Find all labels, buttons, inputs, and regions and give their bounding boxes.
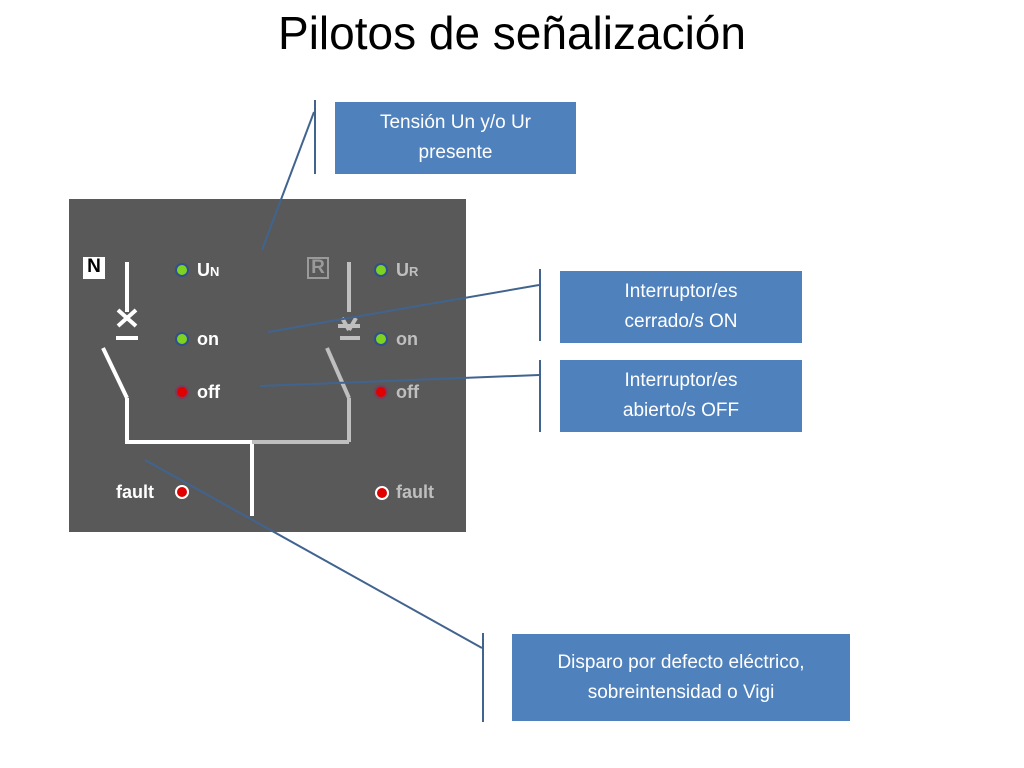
bracket-fault xyxy=(482,633,484,722)
led-on-right xyxy=(374,332,388,346)
led-off-left xyxy=(175,385,189,399)
callout-fault-trip: Disparo por defecto eléctrico,sobreinten… xyxy=(512,634,850,721)
indicator-panel: N R UN on off fault UR on off fault xyxy=(69,199,466,532)
label-on-left: on xyxy=(197,329,219,349)
label-fault-left: fault xyxy=(116,482,154,502)
left-breaker-schematic xyxy=(101,262,254,516)
residual-symbol: R xyxy=(307,257,329,279)
bracket-voltage xyxy=(314,100,316,174)
led-ur xyxy=(374,263,388,277)
right-breaker-schematic xyxy=(252,262,360,444)
label-ur: UR xyxy=(396,260,419,280)
slide-title: Pilotos de señalización xyxy=(278,7,746,59)
bracket-open xyxy=(539,360,541,432)
label-on-right: on xyxy=(396,329,418,349)
label-off-left: off xyxy=(197,382,220,402)
led-fault-right xyxy=(375,486,389,500)
label-un: UN xyxy=(197,260,220,280)
led-un xyxy=(175,263,189,277)
led-fault-left xyxy=(175,485,189,499)
led-on-left xyxy=(175,332,189,346)
bracket-closed xyxy=(539,269,541,341)
label-fault-right: fault xyxy=(396,482,434,502)
label-off-right: off xyxy=(396,382,419,402)
led-off-right xyxy=(374,385,388,399)
neutral-symbol: N xyxy=(83,257,105,279)
leader-lines xyxy=(144,111,540,649)
